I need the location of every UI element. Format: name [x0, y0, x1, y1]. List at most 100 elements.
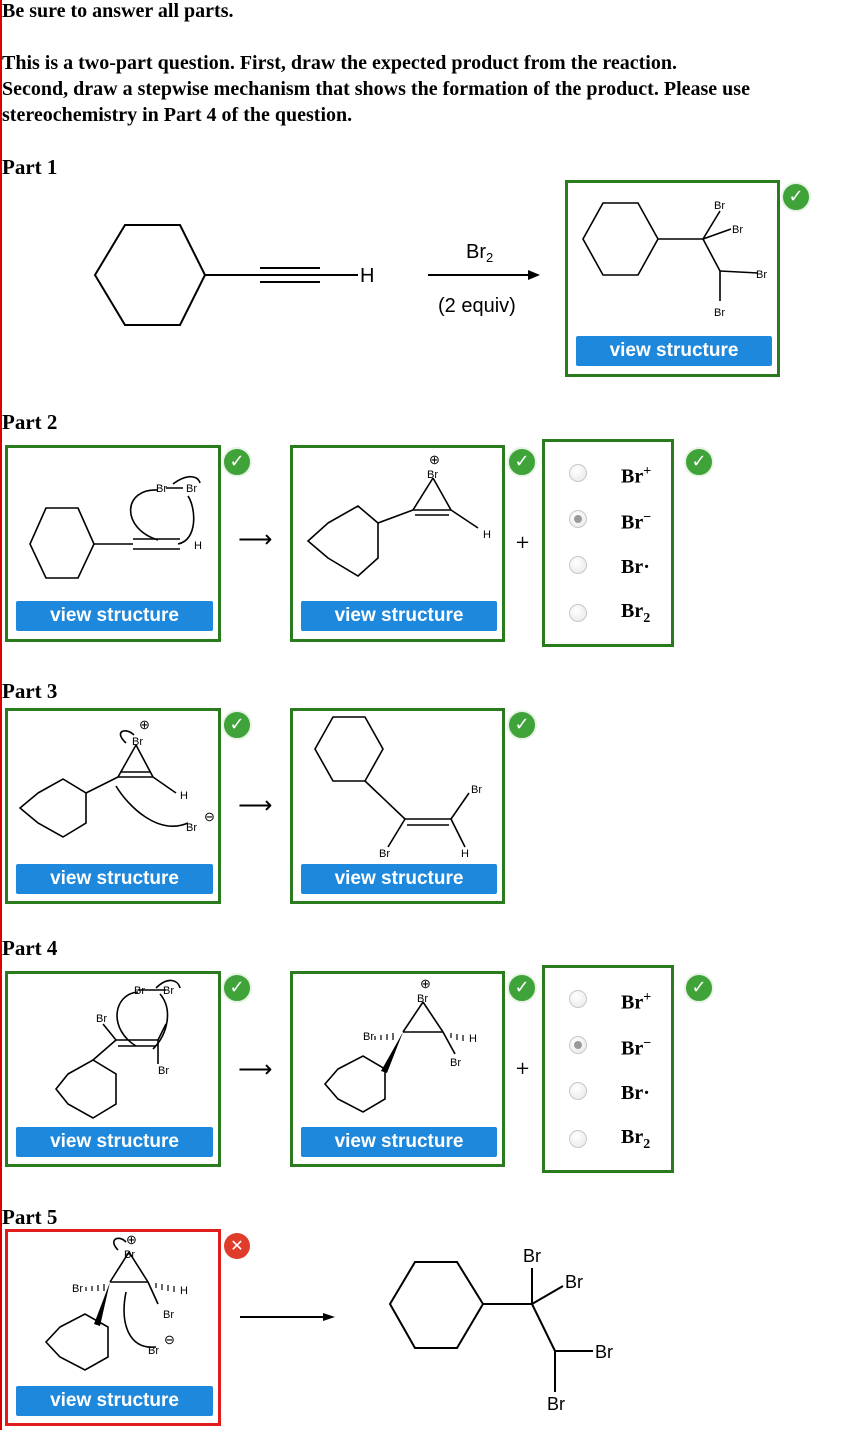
svg-text:Br: Br [96, 1013, 107, 1025]
part-4-byproduct-choices: Br+ Br− Br· Br2 [542, 965, 674, 1173]
part-3-reaction-arrow: ⟶ [238, 791, 273, 819]
svg-text:H: H [180, 1285, 188, 1297]
svg-text:Br: Br [714, 200, 725, 212]
part-5-step-box[interactable]: ⊕ Br Br H Br Br ⊖ view structure [5, 1229, 221, 1426]
svg-text:Br: Br [148, 1345, 159, 1357]
part-4-heading: Part 4 [2, 936, 58, 960]
left-red-rule [0, 0, 2, 1430]
check-icon: ✓ [507, 973, 537, 1003]
conditions-label: (2 equiv) [438, 295, 516, 317]
check-icon: ✓ [222, 447, 252, 477]
svg-text:H: H [461, 848, 469, 860]
part-4-step-1-mechanism: Br Br Br Br [54, 979, 181, 1119]
part-3-step-1-box[interactable]: ⊕ Br H Br ⊖ view structure [5, 708, 221, 904]
svg-text:Br: Br [163, 985, 174, 997]
svg-text:Br: Br [379, 848, 390, 860]
part-2-byproduct-choices: Br+ Br− Br· Br2 [542, 439, 674, 647]
part-3-step-2-vinyl-bromide: Br Br H [314, 716, 482, 860]
check-icon: ✓ [684, 973, 714, 1003]
part-4-plus-sign: + [515, 1058, 531, 1079]
check-icon: ✓ [684, 447, 714, 477]
part-5-product-scheme: Br Br Br Br [240, 1246, 613, 1414]
part-5-view-structure-button[interactable]: view structure [16, 1386, 213, 1416]
svg-text:⊕: ⊕ [126, 1232, 137, 1247]
part-5-mechanism: ⊕ Br Br H Br Br ⊖ [44, 1232, 188, 1371]
svg-text:Br: Br [595, 1342, 613, 1362]
radio-br-minus[interactable] [569, 1036, 587, 1054]
part-3-step-2-box[interactable]: Br Br H view structure [290, 708, 505, 904]
svg-text:⊕: ⊕ [429, 452, 440, 467]
svg-text:Br: Br [186, 822, 197, 834]
part-1-view-structure-button[interactable]: view structure [576, 336, 772, 366]
svg-text:⊕: ⊕ [139, 717, 150, 732]
radio-br-radical[interactable] [569, 556, 587, 574]
svg-text:Br: Br [72, 1283, 83, 1295]
part-2-heading: Part 2 [2, 410, 58, 434]
option-br-radical: Br· [621, 556, 650, 578]
part-4-step-1-view-structure-button[interactable]: view structure [16, 1127, 213, 1157]
svg-text:Br: Br [132, 736, 143, 748]
part-3-step-1-view-structure-button[interactable]: view structure [16, 864, 213, 894]
alkyne-h-label: H [360, 265, 374, 287]
svg-text:Br: Br [124, 1249, 135, 1261]
part-5-heading: Part 5 [2, 1205, 58, 1229]
svg-text:⊖: ⊖ [204, 809, 215, 824]
option-br-plus: Br+ [621, 990, 652, 1014]
option-br-radical: Br· [621, 1082, 650, 1104]
svg-text:Br: Br [732, 224, 743, 236]
svg-text:Br: Br [471, 784, 482, 796]
part-2-step-1-view-structure-button[interactable]: view structure [16, 601, 213, 631]
instruction-line-2: This is a two-part question. First, draw… [2, 52, 677, 74]
part-4-step-2-view-structure-button[interactable]: view structure [301, 1127, 497, 1157]
part-4-step-2-bromonium-stereo: ⊕ Br Br H Br [323, 976, 477, 1113]
radio-br-plus[interactable] [569, 990, 587, 1008]
part-3-step-2-view-structure-button[interactable]: view structure [301, 864, 497, 894]
option-br-minus: Br− [621, 1036, 652, 1060]
radio-br-radical[interactable] [569, 1082, 587, 1100]
svg-text:Br: Br [134, 985, 145, 997]
part-4-step-1-box[interactable]: Br Br Br Br view structure [5, 971, 221, 1167]
part-2-step-2-view-structure-button[interactable]: view structure [301, 601, 497, 631]
part-3-heading: Part 3 [2, 679, 58, 703]
reaction-arrowhead [528, 270, 540, 280]
option-br2: Br2 [621, 1126, 651, 1152]
svg-text:Br: Br [714, 307, 725, 319]
part-4-step-2-box[interactable]: ⊕ Br Br H Br view structure [290, 971, 505, 1167]
cyclohexane-ring [388, 1261, 485, 1349]
part-2-step-1-box[interactable]: Br Br H view structure [5, 445, 221, 642]
radio-br-plus[interactable] [569, 464, 587, 482]
part-1-answer-box[interactable]: Br Br Br Br view structure [565, 180, 780, 377]
svg-text:Br: Br [163, 1309, 174, 1321]
part-2-step-1-mechanism: Br Br H [29, 475, 202, 579]
part-4-reaction-arrow: ⟶ [238, 1055, 273, 1083]
svg-text:Br: Br [565, 1272, 583, 1292]
instruction-line-3: Second, draw a stepwise mechanism that s… [2, 78, 750, 100]
svg-text:Br: Br [427, 469, 438, 481]
check-icon: ✓ [507, 447, 537, 477]
radio-br2[interactable] [569, 604, 587, 622]
svg-text:H: H [483, 529, 491, 541]
svg-text:Br: Br [363, 1031, 374, 1043]
svg-text:⊖: ⊖ [164, 1332, 175, 1347]
cyclohexane-ring [93, 224, 207, 326]
check-icon: ✓ [222, 973, 252, 1003]
part-3-step-1-mechanism: ⊕ Br H Br ⊖ [18, 717, 215, 838]
part-2-reaction-arrow: ⟶ [238, 525, 273, 553]
check-icon: ✓ [222, 710, 252, 740]
instruction-answer-all: Be sure to answer all parts. [2, 0, 234, 22]
x-icon: ✕ [224, 1233, 250, 1259]
radio-br2[interactable] [569, 1130, 587, 1148]
svg-text:⊕: ⊕ [420, 976, 431, 991]
svg-text:Br: Br [523, 1246, 541, 1266]
option-br-minus: Br− [621, 510, 652, 534]
svg-text:Br: Br [186, 483, 197, 495]
part-2-step-2-bromonium: ⊕ Br H [306, 452, 491, 577]
part-1-reaction-scheme: H Br2 (2 equiv) [93, 224, 540, 326]
svg-text:H: H [469, 1033, 477, 1045]
radio-br-minus[interactable] [569, 510, 587, 528]
svg-text:Br: Br [158, 1065, 169, 1077]
instruction-line-4: stereochemistry in Part 4 of the questio… [2, 104, 353, 126]
part-1-product-structure: Br Br Br Br [582, 200, 767, 319]
svg-text:Br: Br [450, 1057, 461, 1069]
part-2-step-2-box[interactable]: ⊕ Br H view structure [290, 445, 505, 642]
